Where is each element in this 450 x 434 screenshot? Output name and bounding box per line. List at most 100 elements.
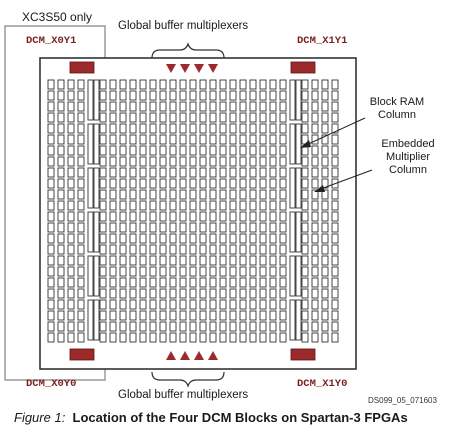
clb-cell [199,255,207,266]
clb-cell [249,145,257,156]
clb-cell [239,123,247,134]
block-ram-segment [87,299,94,341]
clb-cell [57,332,65,343]
clb-cell [129,321,137,332]
clb-cell [179,189,187,200]
clb-cell [67,101,75,112]
clb-cell [139,277,147,288]
clb-cell [159,255,167,266]
clb-cell [149,222,157,233]
clb-cell [169,255,177,266]
clb-cell [47,167,55,178]
clb-cell [159,156,167,167]
clb-cell [129,255,137,266]
gbuf-mux-triangle [180,64,190,73]
clb-cell [229,288,237,299]
clb-cell [331,222,339,233]
clb-cell [57,145,65,156]
clb-cell [139,222,147,233]
clb-cell [199,244,207,255]
clb-cell [149,200,157,211]
clb-cell [67,255,75,266]
clb-cell [99,156,107,167]
clb-grid [47,79,339,343]
clb-cell [99,178,107,189]
clb-cell [169,167,177,178]
clb-cell [259,288,267,299]
clb-cell [259,156,267,167]
clb-cell [311,167,319,178]
clb-cell [129,277,137,288]
clb-cell [159,244,167,255]
clb-cell [269,266,277,277]
clb-cell [321,310,329,321]
clb-cell [99,134,107,145]
global-buffer-label-bottom: Global buffer multiplexers [118,389,249,401]
clb-cell [279,211,287,222]
clb-cell [331,332,339,343]
clb-cell [229,266,237,277]
clb-cell [239,277,247,288]
clb-cell [311,123,319,134]
clb-cell [149,233,157,244]
clb-cell [321,332,329,343]
clb-cell [109,266,117,277]
clb-cell [57,90,65,101]
clb-cell [179,156,187,167]
clb-cell [331,255,339,266]
clb-cell [331,277,339,288]
clb-cell [169,244,177,255]
clb-cell [219,288,227,299]
clb-cell [77,79,85,90]
clb-cell [77,222,85,233]
clb-cell [239,321,247,332]
clb-cell [179,244,187,255]
clb-cell [321,167,329,178]
clb-cell [269,255,277,266]
clb-cell [209,178,217,189]
clb-cell [149,211,157,222]
clb-cell [209,266,217,277]
clb-cell [239,244,247,255]
clb-cell [119,167,127,178]
clb-cell [57,299,65,310]
clb-cell [77,310,85,321]
clb-cell [139,156,147,167]
clb-cell [139,299,147,310]
clb-cell [209,200,217,211]
clb-cell [99,321,107,332]
clb-cell [179,255,187,266]
clb-cell [249,277,257,288]
clb-cell [269,222,277,233]
figure-caption: Figure 1: Location of the Four DCM Block… [14,410,408,425]
clb-cell [259,299,267,310]
clb-cell [279,266,287,277]
block-ram-callout: Block RAM Column [366,96,428,122]
clb-cell [239,112,247,123]
clb-cell [229,79,237,90]
gbuf-mux-triangle [208,351,218,360]
clb-cell [259,79,267,90]
clb-cell [259,178,267,189]
block-ram-label-line2: Column [378,109,416,121]
clb-cell [331,112,339,123]
clb-cell [119,134,127,145]
clb-cell [209,211,217,222]
clb-cell [169,101,177,112]
clb-cell [279,299,287,310]
clb-cell [99,299,107,310]
clb-cell [169,332,177,343]
xc3s50-only-label: XC3S50 only [22,10,93,24]
clb-cell [67,310,75,321]
clb-cell [331,266,339,277]
clb-cell [199,233,207,244]
clb-cell [109,189,117,200]
clb-cell [47,90,55,101]
clb-cell [269,200,277,211]
clb-cell [67,233,75,244]
clb-cell [189,145,197,156]
clb-cell [321,101,329,112]
clb-cell [321,145,329,156]
clb-cell [189,299,197,310]
clb-cell [219,112,227,123]
